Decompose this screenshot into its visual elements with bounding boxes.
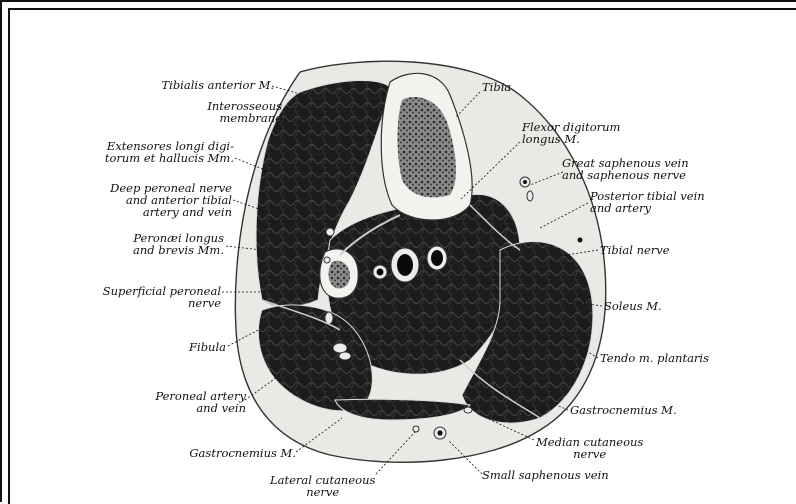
posterior-skin-vessel — [578, 238, 583, 243]
label-gastrocnemius-right: Gastrocnemius M. — [570, 404, 677, 416]
label-tibial-nerve: Tibial nerve — [600, 244, 670, 256]
label-extensores: Extensores longi digi-torum et hallucis … — [105, 140, 234, 164]
label-tendo-plantaris: Tendo m. plantaris — [600, 352, 709, 364]
label-tibialis-anterior: Tibialis anterior M. — [161, 79, 274, 91]
label-tibia: Tibia — [482, 81, 511, 93]
label-small-saphenous: Small saphenous vein — [482, 469, 609, 481]
label-soleus: Soleus M. — [604, 300, 662, 312]
label-gastrocnemius-left: Gastrocnemius M. — [189, 447, 296, 459]
label-fibula: Fibula — [189, 341, 226, 353]
